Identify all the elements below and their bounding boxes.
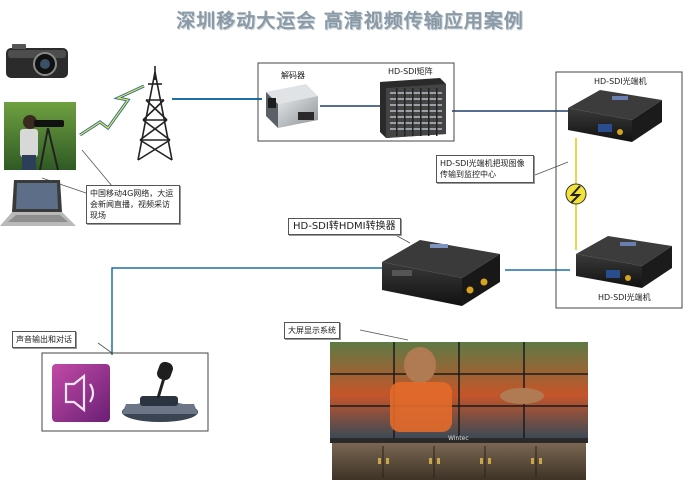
callout-network-note: 中国移动4G网络，大运会新闻直播，视频采访现场 <box>86 185 180 224</box>
callout-converter: HD-SDI转HDMI转换器 <box>288 218 401 235</box>
optical-transceiver-icon-top <box>568 90 662 142</box>
converter-device-icon <box>382 240 500 306</box>
label-optical-bottom: HD-SDI光端机 <box>598 293 651 302</box>
video-wall-icon <box>330 342 588 480</box>
microphone-icon <box>122 361 198 422</box>
connections <box>41 98 577 355</box>
label-display-brand: Wintec <box>448 435 469 442</box>
callout-display: 大屏显示系统 <box>284 322 340 339</box>
label-optical-top: HD-SDI光端机 <box>594 77 647 86</box>
speaker-icon <box>52 364 110 422</box>
decoder-device-icon <box>266 84 318 128</box>
decoder-matrix-panel <box>257 62 455 142</box>
cameraman-icon <box>4 102 76 171</box>
callout-optical-note: HD-SDI光端机把现图像传输到监控中心 <box>436 155 534 183</box>
fiber-lightning-icon <box>565 183 587 205</box>
page-title: 深圳移动大运会 高清视频传输应用案例 <box>176 10 524 32</box>
label-decoder: 解码器 <box>281 71 305 80</box>
laptop-icon <box>0 180 76 226</box>
lightning-icon <box>79 84 145 137</box>
audio-panel <box>41 352 209 432</box>
link-converter-audio <box>111 267 382 355</box>
camera-icon <box>6 44 68 78</box>
cell-tower-icon <box>137 66 173 161</box>
optical-panel <box>555 71 683 309</box>
matrix-switch-icon <box>380 78 446 138</box>
label-matrix: HD-SDI矩阵 <box>388 67 433 76</box>
callout-audio: 声音输出和对话 <box>12 331 76 348</box>
optical-transceiver-icon-bottom <box>576 236 672 288</box>
